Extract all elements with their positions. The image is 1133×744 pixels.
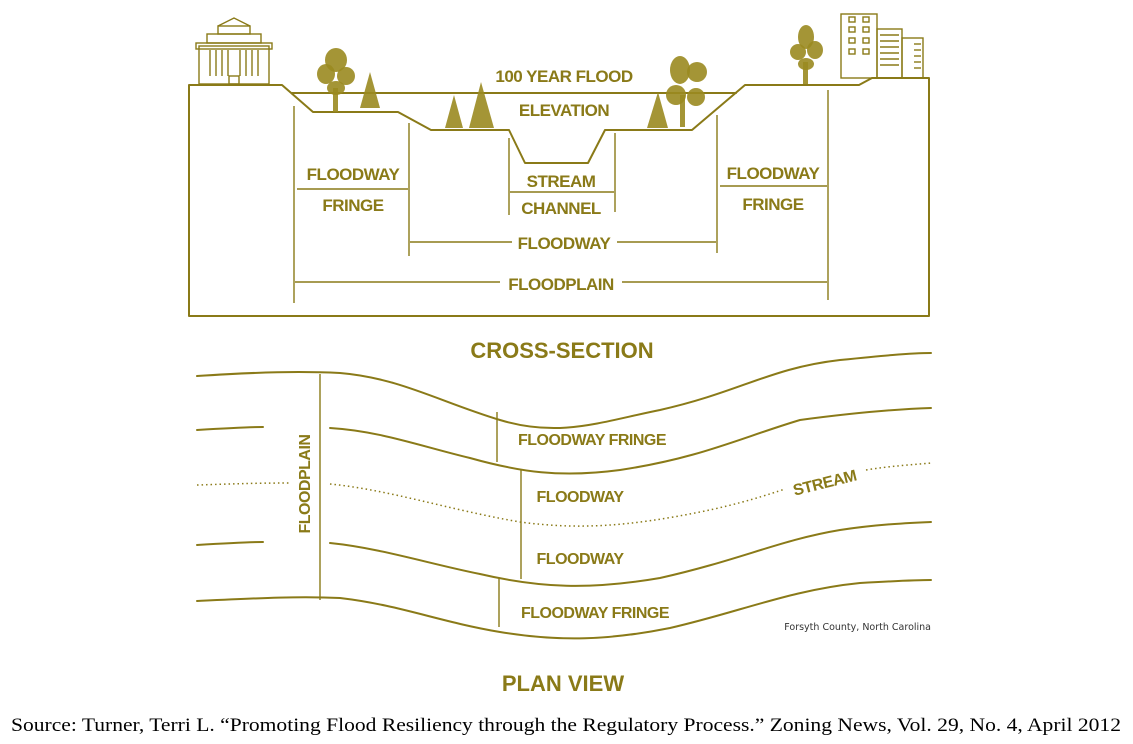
flood-elevation-label-line1: 100 YEAR FLOOD xyxy=(495,67,632,86)
flood-elevation-label-line2: ELEVATION xyxy=(519,101,609,120)
plan-floodplain-label: FLOODPLAIN xyxy=(297,435,314,534)
left-fringe-label-line2: FRINGE xyxy=(322,196,383,215)
stream-centerline-right xyxy=(865,462,932,471)
fringe-floodway-boundary-upper xyxy=(329,407,932,475)
deciduous-tree-icon xyxy=(666,56,707,127)
channel-label-line1: STREAM xyxy=(527,172,596,191)
pine-tree-icon xyxy=(647,92,668,128)
right-fringe-label-line2: FRINGE xyxy=(742,195,803,214)
cross-section-diagram: 100 YEAR FLOOD ELEVATION FLOODWAY FRINGE… xyxy=(188,13,930,363)
floodplain-outer-edge-bottom xyxy=(196,579,932,640)
source-citation: Source: Turner, Terri L. “Promoting Floo… xyxy=(11,715,1121,736)
channel-label-line2: CHANNEL xyxy=(521,199,601,218)
right-fringe-label-line1: FLOODWAY xyxy=(727,164,821,183)
lower-floodway-label: FLOODWAY xyxy=(537,551,625,568)
stream-centerline-left xyxy=(196,482,291,486)
floodplain-label: FLOODPLAIN xyxy=(508,275,614,294)
deciduous-tree-icon xyxy=(790,25,823,84)
floodplain-outer-edge-top xyxy=(196,352,932,430)
upper-floodway-label: FLOODWAY xyxy=(537,489,625,506)
deciduous-tree-icon xyxy=(317,48,355,112)
left-fringe-label-line1: FLOODWAY xyxy=(307,165,401,184)
fringe-floodway-boundary-lower-left xyxy=(196,541,264,546)
fringe-floodway-boundary-lower xyxy=(329,521,932,587)
office-buildings-icon xyxy=(840,13,924,79)
cross-section-title: CROSS-SECTION xyxy=(470,338,653,363)
capitol-building-icon xyxy=(195,17,273,85)
fringe-floodway-boundary-upper-left xyxy=(196,426,264,431)
map-credit: Forsyth County, North Carolina xyxy=(784,622,931,633)
floodway-label: FLOODWAY xyxy=(518,234,612,253)
pine-tree-icon xyxy=(360,72,380,108)
plan-view-diagram: FLOODPLAIN FLOODWAY FRINGE FLOODWAY FLOO… xyxy=(196,352,932,696)
stream-label: STREAM xyxy=(792,468,859,500)
lower-fringe-label: FLOODWAY FRINGE xyxy=(521,605,670,622)
pine-tree-icon xyxy=(445,95,463,128)
pine-tree-icon xyxy=(469,82,494,128)
plan-view-title: PLAN VIEW xyxy=(502,671,624,696)
upper-fringe-label: FLOODWAY FRINGE xyxy=(518,432,667,449)
